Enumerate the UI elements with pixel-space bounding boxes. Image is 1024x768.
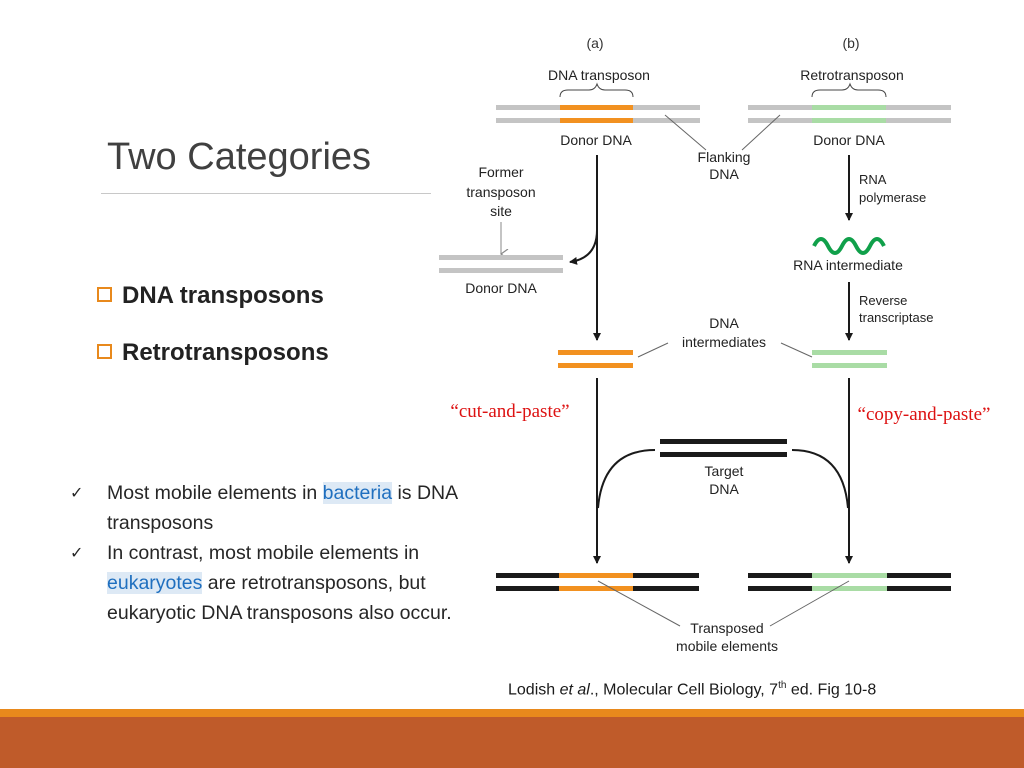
transposed-pointer-a: [597, 580, 681, 627]
caption-sup: th: [778, 680, 787, 691]
arrow-excision: [569, 229, 598, 265]
bullet-list: ✓ Most mobile elements in bacteria is DNA…: [70, 478, 490, 628]
footer-bar: [0, 717, 1024, 768]
copy-and-paste-label: “copy-and-paste”: [858, 404, 991, 425]
dna-transposon-label: DNA transposon: [548, 67, 650, 83]
transposon-label: transposon: [466, 184, 535, 200]
transposed-pointer-b: [769, 580, 850, 627]
rna-intermediate-label: RNA intermediate: [793, 257, 903, 273]
dna-intermediate-a: [558, 350, 633, 368]
donor-dna-a-label: Donor DNA: [560, 132, 632, 148]
transcriptase-label: transcriptase: [859, 310, 933, 325]
cut-and-paste-label: “cut-and-paste”: [450, 401, 569, 422]
target-dna-label: DNA: [709, 481, 739, 497]
checkbox-icon: [97, 344, 112, 359]
transposed-label: Transposed: [690, 620, 763, 636]
caption-text: ., Molecular Cell Biology, 7: [589, 681, 779, 699]
bullet-text: Most mobile elements in: [107, 482, 323, 504]
slide-title: Two Categories: [107, 136, 372, 178]
donor-dna-left-label: Donor DNA: [465, 280, 537, 296]
transposed-dna-b: [748, 573, 951, 591]
target-dna: [660, 439, 787, 457]
category-label: DNA transposons: [122, 282, 324, 309]
intermediate-pointer-a: [637, 342, 669, 358]
category-dna-transposons: DNA transposons: [97, 282, 324, 310]
target-curve-b: [791, 449, 849, 509]
brace-dna-transposon: [559, 82, 634, 98]
transposed-dna-a: [496, 573, 699, 591]
caption-end: ed. Fig 10-8: [786, 681, 877, 699]
bullet-item: ✓ Most mobile elements in bacteria is DNA…: [70, 478, 490, 538]
panel-b-label: (b): [842, 35, 859, 51]
intermediate-pointer-b: [780, 342, 813, 358]
bullet-text: is DNA transposons: [107, 482, 458, 534]
flanking-label: Flanking: [698, 149, 751, 165]
category-label: Retrotransposons: [122, 339, 329, 366]
panel-a-label: (a): [586, 35, 603, 51]
category-retrotransposons: Retrotransposons: [97, 339, 329, 367]
dna-intermediates-label-2: intermediates: [682, 334, 766, 350]
reverse-label: Reverse: [859, 293, 907, 308]
footer-accent-bar: [0, 709, 1024, 717]
mobile-elements-label: mobile elements: [676, 638, 778, 654]
site-label: site: [490, 203, 512, 219]
flanking-pointer-b: [741, 114, 781, 151]
highlight-bacteria: bacteria: [322, 482, 393, 504]
bullet-text: In contrast, most mobile elements in: [107, 542, 420, 564]
bullet-item: ✓ In contrast, most mobile elements in eu…: [70, 538, 490, 628]
caption-etal: et al: [559, 681, 590, 699]
caption-author: Lodish: [508, 681, 560, 699]
target-curve-a: [597, 449, 656, 509]
donor-dna-a: [496, 105, 700, 123]
flanking-dna-label: DNA: [709, 166, 739, 182]
brace-retrotransposon: [811, 82, 887, 98]
dna-intermediates-label-1: DNA: [709, 315, 739, 331]
bullet-text: are retrotransposons, but eukaryotic DNA…: [107, 572, 452, 624]
donor-dna-b-label: Donor DNA: [813, 132, 885, 148]
checkmark-icon: ✓: [70, 483, 84, 502]
figure-caption: Lodish et al., Molecular Cell Biology, 7…: [508, 680, 876, 699]
flanking-pointer-a: [664, 114, 707, 151]
checkbox-icon: [97, 287, 112, 302]
title-divider: [101, 193, 431, 194]
dna-intermediate-b: [812, 350, 887, 368]
rna-label: RNA: [859, 172, 887, 187]
polymerase-label: polymerase: [859, 190, 926, 205]
donor-dna-excised: [439, 255, 563, 273]
donor-dna-b: [748, 105, 951, 123]
retrotransposon-label: Retrotransposon: [800, 67, 904, 83]
checkmark-icon: ✓: [70, 543, 84, 562]
rna-wave: [812, 237, 886, 255]
former-label: Former: [478, 164, 523, 180]
highlight-eukaryotes: eukaryotes: [107, 572, 203, 594]
target-label: Target: [705, 463, 744, 479]
